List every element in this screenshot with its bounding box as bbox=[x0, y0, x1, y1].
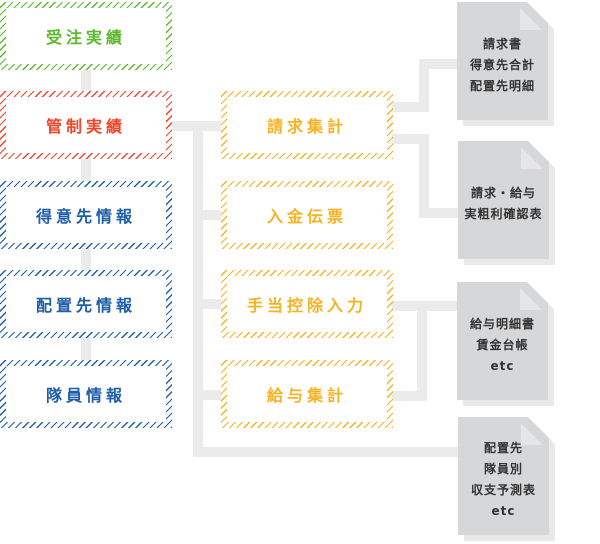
connector bbox=[81, 70, 91, 91]
box-nyukin-denpyo: 入金伝票 bbox=[221, 181, 393, 249]
connector bbox=[419, 59, 429, 112]
connector bbox=[193, 447, 458, 457]
connector bbox=[81, 159, 91, 181]
folded-corner-icon bbox=[520, 288, 542, 310]
connector bbox=[193, 299, 221, 309]
connector bbox=[193, 210, 221, 220]
connector bbox=[392, 134, 429, 144]
box-taiin-joho: 隊員情報 bbox=[0, 360, 172, 428]
connector bbox=[81, 337, 91, 360]
box-seikyu-shukei: 請求集計 bbox=[221, 91, 393, 159]
box-tokuisaki-joho: 得意先情報 bbox=[0, 181, 172, 249]
box-kansei-jisseki: 管制実績 bbox=[0, 91, 172, 159]
connector bbox=[392, 391, 427, 401]
connector bbox=[419, 134, 429, 218]
box-haichisaki-joho: 配置先情報 bbox=[0, 270, 172, 338]
box-juchu-jisseki: 受注実績 bbox=[0, 2, 172, 70]
folded-corner-icon bbox=[521, 147, 543, 169]
box-teate-kojo-nyuryoku: 手当控除入力 bbox=[221, 270, 393, 338]
connector bbox=[392, 102, 429, 112]
folded-corner-icon bbox=[520, 8, 542, 30]
connector bbox=[193, 121, 203, 457]
folded-corner-icon bbox=[521, 423, 543, 445]
connector bbox=[193, 390, 221, 400]
document-seikyusho: 請求書 得意先合計 配置先明細 bbox=[457, 2, 554, 126]
connector bbox=[81, 248, 91, 270]
connector bbox=[417, 301, 427, 401]
connector bbox=[419, 208, 458, 218]
document-shushi-yosoku: 配置先 隊員別 収支予測表 etc bbox=[458, 417, 555, 541]
box-kyuyo-shukei: 給与集計 bbox=[221, 360, 393, 428]
connector bbox=[419, 59, 457, 69]
document-kyuyo-meisai: 給与明細書 賃金台帳 etc bbox=[457, 282, 554, 406]
document-arari-kakunin: 請求・給与 実粗利確認表 bbox=[458, 141, 555, 265]
